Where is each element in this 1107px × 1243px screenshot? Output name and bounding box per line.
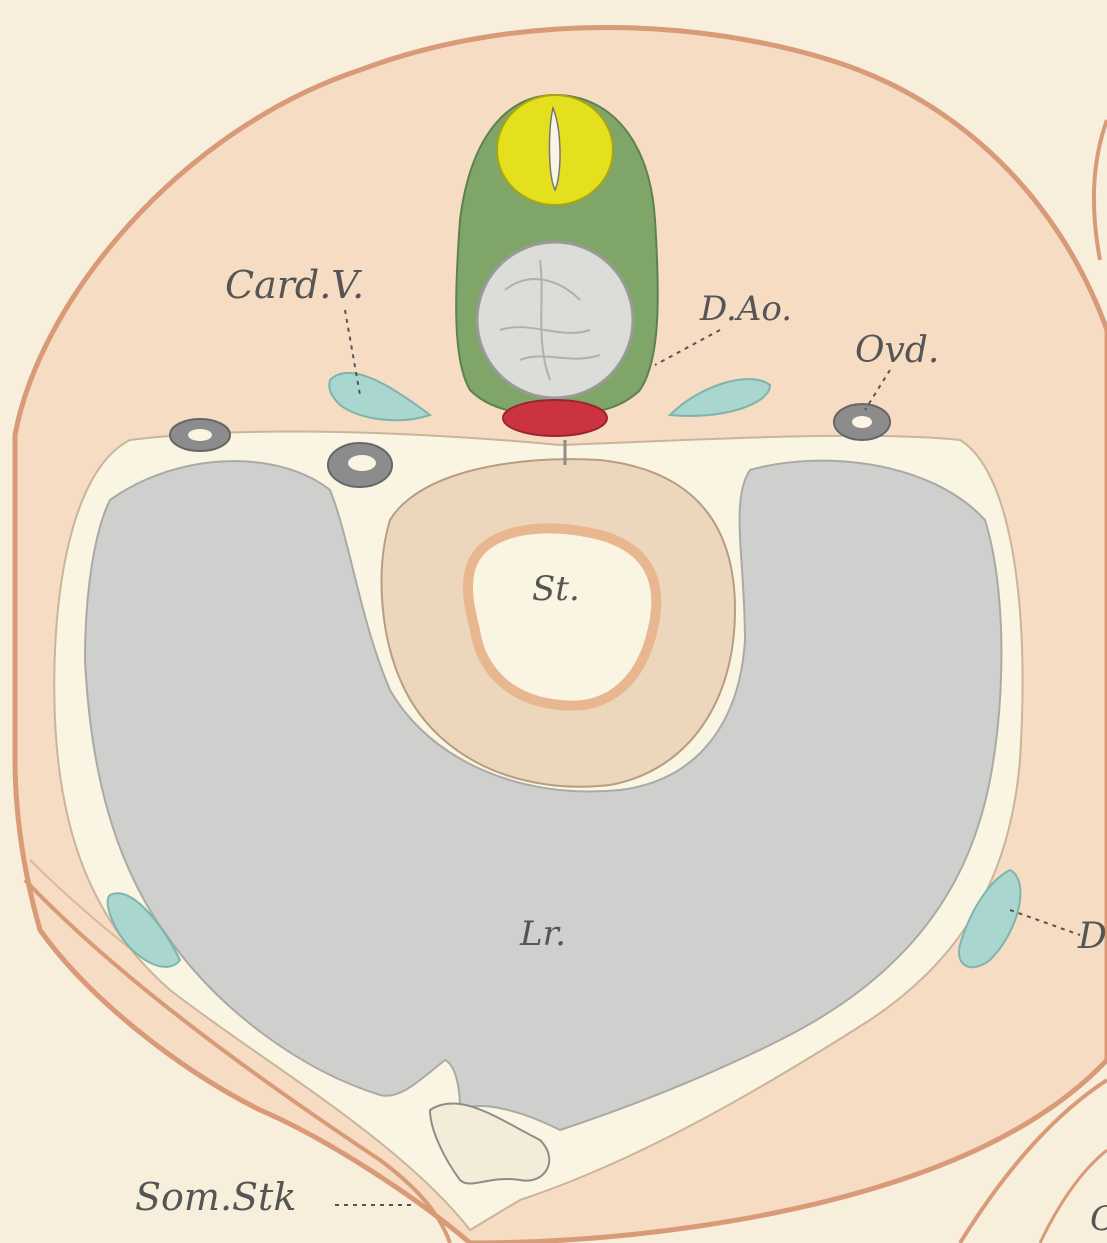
duct-left-outer-lumen bbox=[188, 429, 212, 441]
label-lr: Lr. bbox=[519, 914, 566, 954]
label-d-right-partial: D bbox=[1077, 916, 1107, 957]
notochord bbox=[477, 242, 633, 398]
label-d-ao: D.Ao. bbox=[699, 289, 792, 329]
label-card-v: Card.V. bbox=[225, 263, 364, 307]
label-som-stk: Som.Stk bbox=[135, 1175, 296, 1219]
label-ovd: Ovd. bbox=[855, 330, 939, 371]
dorsal-aorta bbox=[503, 400, 607, 436]
oviduct-right-lumen bbox=[852, 416, 872, 428]
duct-left-inner-lumen bbox=[348, 455, 376, 471]
label-st: St. bbox=[532, 569, 580, 609]
stomach-lining bbox=[468, 528, 656, 705]
label-c-right-partial: C bbox=[1090, 1199, 1107, 1239]
